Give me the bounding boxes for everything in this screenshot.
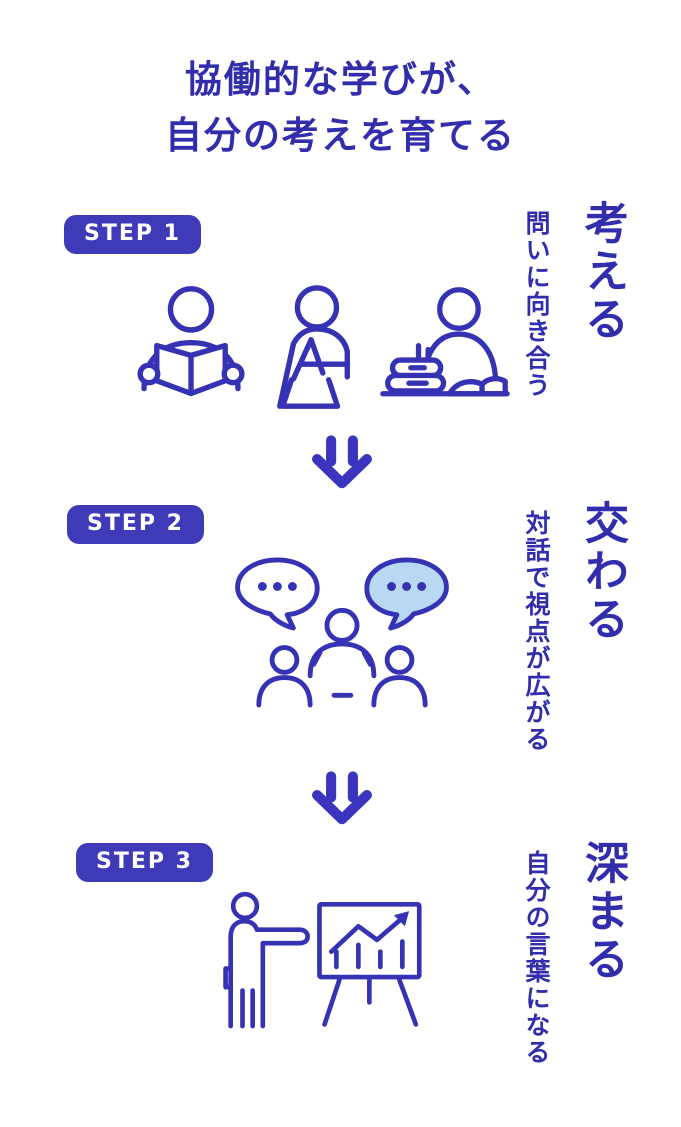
reading-person-icon [137,286,245,397]
step3-text: 深まる 自分の言葉になる [518,840,634,1066]
step1-icon-row [132,283,510,415]
step1-keyword: 考える [577,200,628,344]
studying-person-icon [380,287,510,397]
step2-text: 交わる 対話で視点が広がる [518,500,634,753]
double-down-arrow-icon [312,435,372,489]
page-title-line2: 自分の考えを育てる [165,113,516,157]
step3-keyword: 深まる [577,840,628,984]
step1-description: 問いに向き合う [522,210,551,399]
step3-description: 自分の言葉になる [522,850,551,1066]
step2-icon [218,536,466,713]
step2-keyword: 交わる [577,500,628,644]
speech-bubble-filled-icon [364,557,449,631]
page-title-line1: 協働的な学びが、 [184,58,497,101]
writing-person-icon [277,285,350,409]
step1-badge: STEP 1 [64,215,201,255]
ellipsis-dots-icon [257,582,427,591]
step2-badge: STEP 2 [67,505,204,545]
presenter-chart-icon [223,891,422,1029]
step3-badge: STEP 3 [76,843,213,883]
step2-description: 対話で視点が広がる [522,510,551,753]
speech-bubble-outline-icon [235,557,320,631]
page-title: 協働的な学びが、 自分の考えを育てる [0,52,681,163]
step1-text: 考える 問いに向き合う [518,200,634,399]
double-down-arrow-icon [312,771,372,825]
discussion-group-icon [235,557,449,708]
trend-arrowhead-icon [393,911,410,927]
step3-icon [216,884,428,1032]
